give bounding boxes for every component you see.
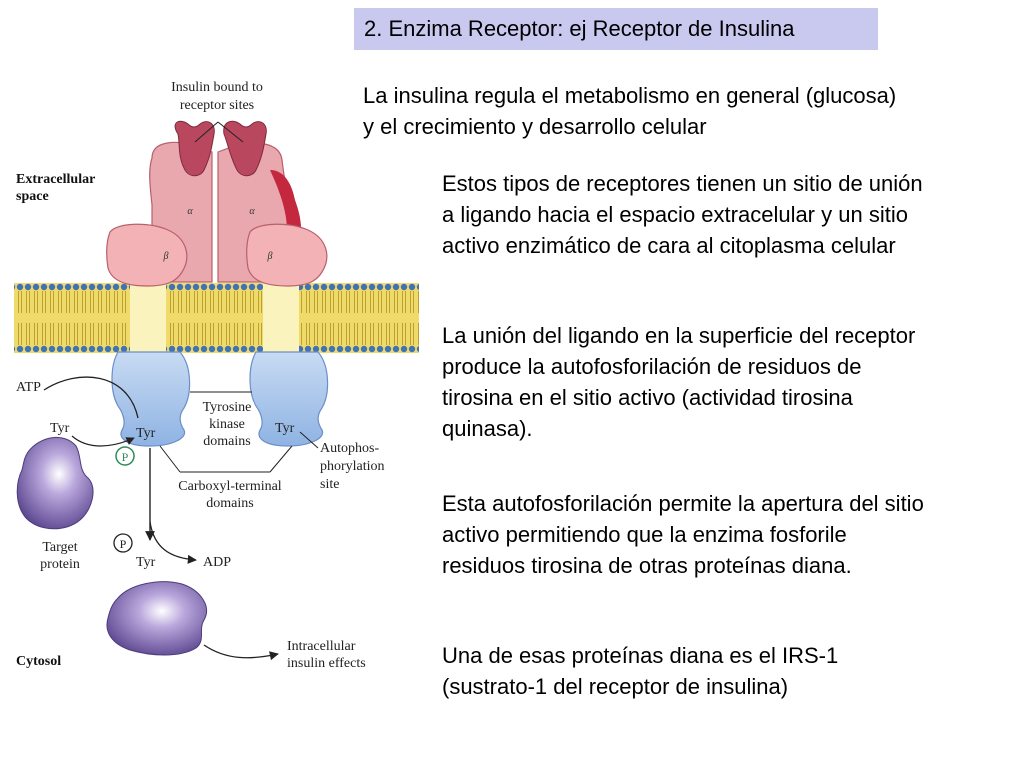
paragraph-line: produce la autofosforilación de residuos… — [442, 354, 862, 379]
insulin-label-pointer — [194, 121, 219, 143]
beta-label: β — [163, 251, 169, 262]
paragraph-line: y el crecimiento y desarrollo celular — [363, 114, 707, 139]
alpha-label: α — [187, 206, 193, 217]
paragraph-insulin-role: La insulina regula el metabolismo en gen… — [363, 80, 896, 142]
target-to-tyr-arrow — [71, 435, 135, 447]
intracellular-effects-label: insulin effects — [287, 656, 366, 671]
transmembrane-segment-left — [130, 283, 166, 353]
paragraph-line: activo permitiendo que la enzima fosfori… — [442, 522, 847, 547]
insulin-molecule-left — [174, 120, 215, 177]
beta-subunit-right — [246, 223, 328, 287]
autophosphorylation-label: Autophos- — [320, 441, 379, 456]
slide-title: 2. Enzima Receptor: ej Receptor de Insul… — [364, 16, 795, 41]
tyr-label-receptor-left: Tyr — [136, 426, 156, 441]
atp-arrow — [43, 376, 139, 419]
kinase-domain-right — [249, 351, 329, 447]
kinase-domain-left — [111, 351, 191, 447]
adp-arrow — [149, 521, 197, 564]
paragraph-line: La insulina regula el metabolismo en gen… — [363, 83, 897, 108]
cytosol-label: Cytosol — [16, 654, 61, 669]
extracellular-space-label: space — [16, 189, 49, 204]
effects-arrow — [203, 644, 279, 661]
adp-label: ADP — [203, 555, 231, 570]
carboxyl-terminal-label: domains — [206, 496, 253, 511]
insulin-label-pointer — [217, 121, 244, 143]
paragraph-site-opening: Esta autofosforilación permite la apertu… — [442, 488, 924, 581]
carboxyl-label-pointer — [159, 445, 181, 473]
insulin-bound-label: Insulin bound to — [171, 80, 263, 95]
insulin-receptor-diagram: Insulin bound to receptor sites Extracel… — [14, 80, 419, 671]
target-protein-phosphorylated — [106, 581, 207, 656]
slide-title-box: 2. Enzima Receptor: ej Receptor de Insul… — [354, 8, 878, 50]
paragraph-receptor-sites: Estos tipos de receptores tienen un siti… — [442, 168, 923, 261]
tyr-label-phosphorylated: Tyr — [136, 555, 156, 570]
paragraph-line: quinasa). — [442, 416, 533, 441]
paragraph-line: activo enzimático de cara al citoplasma … — [442, 233, 896, 258]
target-protein-label: Target — [42, 540, 77, 555]
paragraph-line: residuos tirosina de otras proteínas dia… — [442, 553, 852, 578]
intracellular-effects-label: Intracellular — [287, 639, 356, 654]
tyrosine-kinase-label: domains — [203, 434, 250, 449]
autophos-label-pointer — [299, 431, 319, 449]
cell-membrane — [14, 283, 419, 353]
transmembrane-segment-right — [263, 283, 299, 353]
beta-subunit-left — [106, 223, 188, 287]
carboxyl-label-pointer — [269, 445, 293, 473]
paragraph-line: Esta autofosforilación permite la apertu… — [442, 491, 924, 516]
paragraph-line: Una de esas proteínas diana es el IRS-1 — [442, 643, 839, 668]
autophosphorylation-label: site — [320, 477, 339, 492]
target-protein-label: protein — [40, 557, 80, 572]
paragraph-irs1: Una de esas proteínas diana es el IRS-1 … — [442, 640, 838, 702]
autophosphorylation-label: phorylation — [320, 459, 385, 474]
paragraph-line: La unión del ligando en la superficie de… — [442, 323, 916, 348]
phosphate-label-target: P — [120, 537, 127, 551]
paragraph-line: tirosina en el sitio activo (actividad t… — [442, 385, 853, 410]
insulin-bound-label: receptor sites — [180, 98, 254, 113]
beta-label: β — [267, 251, 273, 262]
phosphate-circle-receptor — [115, 446, 135, 466]
tyrosine-kinase-label: kinase — [209, 417, 245, 432]
paragraph-autophosphorylation: La unión del ligando en la superficie de… — [442, 320, 915, 444]
carboxyl-terminal-label: Carboxyl-terminal — [178, 479, 282, 494]
paragraph-line: (sustrato-1 del receptor de insulina) — [442, 674, 789, 699]
phosphate-label-receptor: P — [122, 450, 129, 464]
phosphate-circle-target — [113, 533, 133, 553]
paragraph-line: Estos tipos de receptores tienen un siti… — [442, 171, 923, 196]
alpha-label: α — [249, 206, 255, 217]
target-protein-unbound — [16, 437, 94, 530]
tyr-label-target: Tyr — [50, 421, 70, 436]
tyrosine-kinase-label: Tyrosine — [203, 400, 252, 415]
tyr-label-receptor-right: Tyr — [275, 421, 295, 436]
atp-label: ATP — [16, 380, 41, 395]
paragraph-line: a ligando hacia el espacio extracelular … — [442, 202, 908, 227]
extracellular-space-label: Extracellular — [16, 172, 95, 187]
